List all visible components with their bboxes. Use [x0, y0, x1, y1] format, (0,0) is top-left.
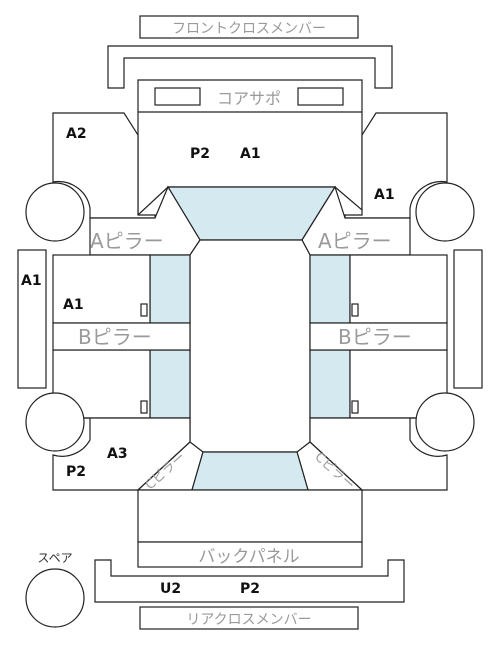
- front-left-fender-code: A2: [66, 126, 87, 142]
- front-cross-member-label: フロントクロスメンバー: [172, 21, 326, 37]
- spare-tire-label: スペア: [37, 551, 72, 565]
- left-side-member[interactable]: A1: [17, 249, 47, 389]
- core-support-label: コアサポ: [217, 89, 281, 108]
- front-left-wheel[interactable]: [25, 182, 85, 242]
- front-left-fender[interactable]: A2: [52, 112, 156, 219]
- b-pillar-left[interactable]: Bピラー: [52, 322, 191, 351]
- rear-member-code-p2: P2: [240, 581, 260, 597]
- core-support[interactable]: コアサポ: [137, 79, 363, 217]
- spare-wheel[interactable]: [25, 568, 85, 628]
- spare-tire[interactable]: スペア: [25, 551, 85, 628]
- left-rear-window[interactable]: [149, 349, 191, 419]
- right-front-door-handle[interactable]: [351, 303, 359, 317]
- core-support-code-a1: A1: [240, 146, 261, 162]
- b-pillar-right-label: Bピラー: [338, 325, 412, 349]
- rear-cross-member[interactable]: リアクロスメンバー: [139, 606, 359, 630]
- right-side-member[interactable]: [453, 249, 483, 389]
- front-bumper-bracket[interactable]: [107, 45, 393, 89]
- left-front-window[interactable]: [149, 254, 191, 324]
- right-front-door[interactable]: [349, 254, 448, 324]
- left-side-member-code: A1: [21, 273, 42, 289]
- rear-bumper-bracket[interactable]: U2 P2: [94, 559, 405, 603]
- back-panel-label: バックパネル: [198, 547, 299, 567]
- rear-window[interactable]: [191, 451, 309, 491]
- rear-member-code-u2: U2: [160, 581, 181, 597]
- left-rear-door-handle[interactable]: [140, 400, 148, 414]
- rear-right-quarter[interactable]: [309, 417, 448, 491]
- rear-left-quarter-code-p2: P2: [66, 464, 86, 480]
- core-support-code-p2: P2: [190, 146, 210, 162]
- trunk-lid[interactable]: [137, 489, 363, 543]
- roof[interactable]: [189, 239, 311, 453]
- rear-cross-member-label: リアクロスメンバー: [186, 612, 311, 628]
- left-front-door-code: A1: [63, 297, 84, 313]
- rear-left-wheel[interactable]: [25, 392, 85, 452]
- front-cross-member[interactable]: フロントクロスメンバー: [139, 15, 359, 39]
- back-panel[interactable]: バックパネル: [137, 541, 363, 568]
- rear-right-wheel[interactable]: [415, 392, 475, 452]
- a-pillar-right-label: Aピラー: [318, 229, 392, 253]
- a-pillar-left[interactable]: Aピラー: [89, 185, 201, 256]
- right-rear-window[interactable]: [309, 349, 351, 419]
- left-front-door[interactable]: A1: [52, 254, 151, 324]
- b-pillar-left-label: Bピラー: [78, 325, 152, 349]
- a-pillar-left-label: Aピラー: [90, 229, 164, 253]
- front-right-fender-code: A1: [374, 187, 395, 203]
- front-right-wheel[interactable]: [415, 182, 475, 242]
- b-pillar-right[interactable]: Bピラー: [309, 322, 448, 351]
- front-right-fender[interactable]: A1: [344, 112, 448, 219]
- right-front-window[interactable]: [309, 254, 351, 324]
- right-rear-door-handle[interactable]: [351, 400, 359, 414]
- rear-left-quarter-code-a3: A3: [107, 446, 128, 462]
- left-front-door-handle[interactable]: [140, 303, 148, 317]
